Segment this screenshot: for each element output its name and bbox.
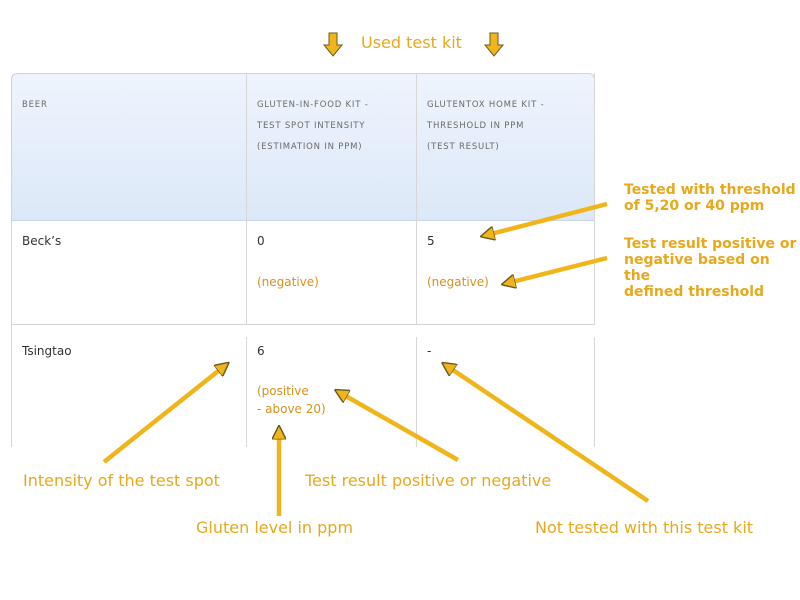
annotation-result-threshold: Test result positive or negative based o… — [624, 236, 797, 300]
annotation-not-tested: Not tested with this test kit — [535, 518, 754, 537]
used-test-kit-label: Used test kit — [361, 33, 462, 52]
annotation-threshold: Tested with threshold of 5,20 or 40 ppm — [624, 182, 796, 214]
arrow-icon — [483, 201, 608, 236]
column-divider — [594, 337, 595, 447]
row-becks-gth-result: (negative) — [427, 275, 489, 289]
row-becks-gif-value: 0 — [257, 234, 265, 248]
down-arrow-icon — [322, 32, 344, 57]
row-tsingtao-beer: Tsingtao — [22, 344, 72, 358]
header-gluten-in-food-kit: GLUTEN-IN-FOOD KIT - TEST SPOT INTENSITY… — [257, 100, 369, 152]
column-divider — [594, 73, 595, 325]
row-tsingtao-gif-result: (positive - above 20) — [257, 384, 326, 416]
row-tsingtao-gif-value: 6 — [257, 344, 265, 358]
arrow-icon — [337, 391, 460, 462]
row-becks-gif-result: (negative) — [257, 275, 319, 289]
arrow-icon — [444, 364, 650, 503]
annotation-gluten-level: Gluten level in ppm — [196, 518, 354, 537]
header-glutentox-home-kit: GLUTENTOX HOME KIT - THRESHOLD IN PPM (T… — [427, 100, 545, 152]
row-divider — [11, 324, 595, 325]
annotation-intensity: Intensity of the test spot — [23, 471, 220, 490]
beer-test-table: BEER GLUTEN-IN-FOOD KIT - TEST SPOT INTE… — [11, 73, 595, 447]
column-divider — [11, 221, 12, 447]
row-becks-gth-value: 5 — [427, 234, 435, 248]
arrow-icon — [102, 364, 227, 464]
column-divider — [416, 73, 417, 325]
column-divider — [416, 337, 417, 447]
down-arrow-icon — [483, 32, 505, 57]
column-divider — [246, 73, 247, 325]
arrow-icon — [504, 255, 608, 284]
header-beer: BEER — [22, 100, 48, 110]
row-becks-beer: Beck’s — [22, 234, 62, 248]
column-divider — [246, 337, 247, 447]
row-tsingtao-gth-value: - — [427, 344, 432, 358]
annotation-pos-neg: Test result positive or negative — [305, 471, 552, 490]
